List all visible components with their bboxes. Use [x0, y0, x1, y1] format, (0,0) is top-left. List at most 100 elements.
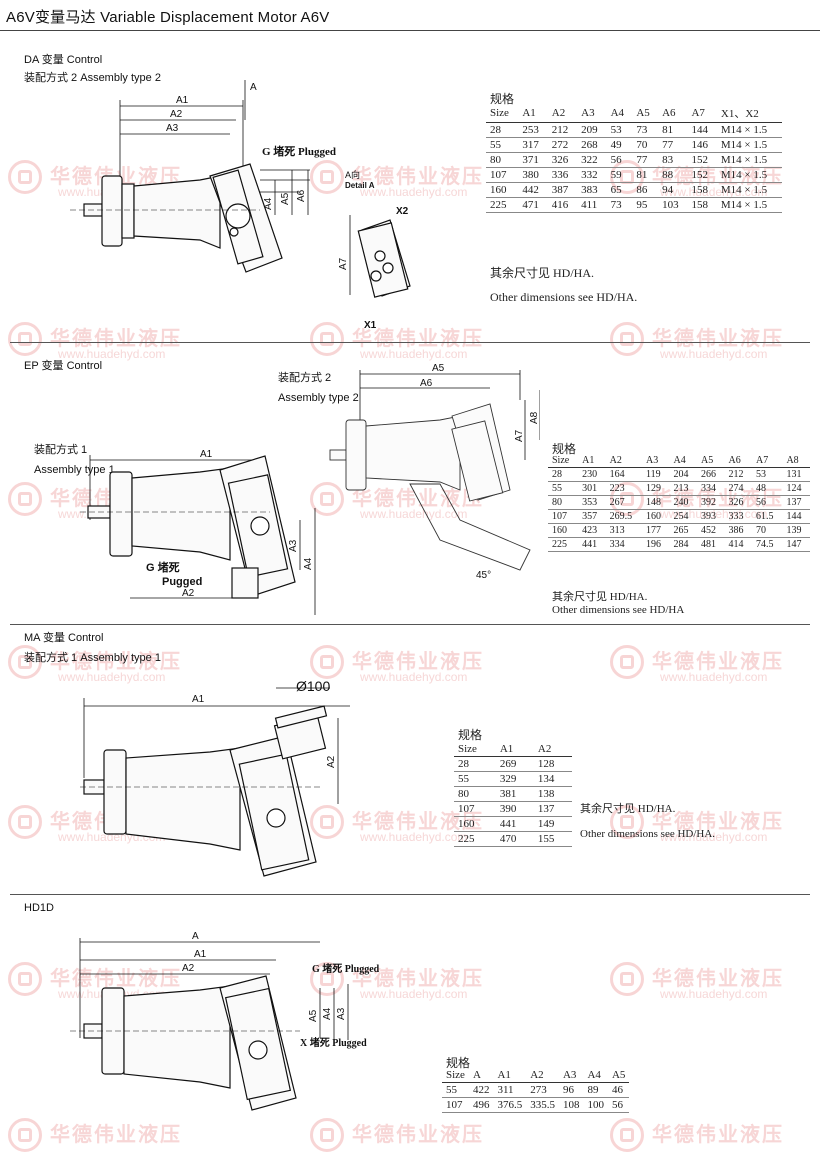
table-header-cell: Size — [454, 742, 496, 757]
table-cell: 411 — [577, 197, 607, 213]
dim-a2: A2 — [170, 109, 183, 120]
dim-ep-a3: A3 — [288, 539, 299, 552]
dim-a7: A7 — [338, 257, 349, 270]
table-cell: 471 — [518, 197, 548, 213]
watermark-logo-icon — [8, 160, 42, 194]
table-cell: 81 — [632, 167, 659, 183]
table-cell: 49 — [606, 137, 633, 153]
table-header-cell: Size — [442, 1068, 469, 1083]
dim-hd-a3: A3 — [336, 1007, 347, 1020]
table-cell: 213 — [669, 481, 698, 496]
da-assembly-label: 装配方式 2 Assembly type 2 — [24, 72, 161, 84]
table-cell: 107 — [486, 167, 519, 183]
hd1d-label: HD1D — [24, 902, 54, 914]
watermark-logo-icon — [610, 1118, 644, 1152]
table-cell: 46 — [607, 1082, 630, 1098]
da-note-en: Other dimensions see HD/HA. — [490, 290, 638, 304]
table-cell: 55 — [454, 771, 496, 787]
table-cell: 335.5 — [526, 1097, 559, 1113]
table-cell: 147 — [782, 537, 810, 552]
table-cell: 80 — [548, 495, 579, 510]
table-cell: 148 — [642, 495, 670, 510]
ep-plugged-en: Pugged — [162, 576, 203, 588]
ma-assembly-label: 装配方式 1 Assembly type 1 — [24, 652, 161, 664]
table-header-cell: A7 — [687, 104, 717, 123]
table-cell: 326 — [724, 495, 752, 510]
table-cell: 254 — [669, 509, 698, 524]
table-cell: 441 — [495, 816, 534, 832]
table-cell: 80 — [454, 786, 496, 802]
table-header-cell: A3 — [558, 1068, 584, 1083]
table-cell: 422 — [468, 1082, 494, 1098]
table-cell: 272 — [547, 137, 578, 153]
watermark-url: www.huadehyd.com — [58, 347, 166, 361]
da-plugged-label: G 堵死 Plugged — [262, 146, 336, 158]
table-cell: 336 — [547, 167, 578, 183]
table-cell: 55 — [548, 481, 579, 496]
dim-ep-a5: A5 — [432, 363, 445, 374]
table-cell: 56 — [607, 1097, 630, 1113]
watermark-brand: 华德伟业液压 — [652, 811, 784, 833]
dim-ep-a6: A6 — [420, 378, 433, 389]
table-cell: 381 — [495, 786, 534, 802]
dim-ma-a1: A1 — [192, 694, 205, 705]
table-header-cell: X1、X2 — [716, 104, 782, 123]
table-cell: 152 — [687, 152, 717, 168]
ep-note-en: Other dimensions see HD/HA — [552, 604, 685, 616]
table-cell: 160 — [454, 816, 496, 832]
table-cell: 357 — [578, 509, 606, 524]
table-header-cell: A1 — [578, 454, 606, 468]
table-cell: 423 — [578, 523, 606, 538]
table-cell: 56 — [606, 152, 633, 168]
section-divider — [10, 342, 810, 343]
watermark-url: www.huadehyd.com — [58, 670, 166, 684]
watermark-url: www.huadehyd.com — [660, 987, 768, 1001]
dim-a1: A1 — [176, 95, 189, 106]
dim-hd-a: A — [192, 931, 199, 942]
watermark-brand: 华德伟业液压 — [652, 328, 784, 350]
table-header-cell: A1 — [495, 742, 534, 757]
table-cell: 390 — [495, 801, 534, 817]
hd1d-plugged-g: G 堵死 Plugged — [312, 964, 380, 975]
table-cell: 160 — [548, 523, 579, 538]
watermark-logo-icon — [610, 322, 644, 356]
table-header-cell: A4 — [669, 454, 698, 468]
dim-hd-a1: A1 — [194, 949, 207, 960]
table-cell: 196 — [642, 537, 670, 552]
dim-a5: A5 — [280, 192, 291, 205]
table-cell: 376.5 — [493, 1097, 527, 1113]
table-header-cell: Size — [486, 104, 519, 123]
table-cell: 240 — [669, 495, 698, 510]
table-cell: 392 — [697, 495, 725, 510]
table-cell: 70 — [632, 137, 659, 153]
table-cell: 334 — [697, 481, 725, 496]
table-cell: 387 — [547, 182, 578, 198]
table-cell: 80 — [486, 152, 519, 168]
table-cell: 311 — [493, 1082, 527, 1098]
watermark-brand: 华德伟业液压 — [50, 651, 182, 673]
table-cell: 53 — [751, 467, 783, 482]
watermark-url: www.huadehyd.com — [360, 507, 468, 521]
table-cell: 59 — [606, 167, 633, 183]
watermark-url: www.huadehyd.com — [360, 987, 468, 1001]
dim-a6: A6 — [296, 189, 307, 202]
table-cell: 334 — [605, 537, 643, 552]
watermark-brand: 华德伟业液压 — [352, 488, 484, 510]
watermark-logo-icon — [610, 962, 644, 996]
table-cell: 386 — [724, 523, 752, 538]
da-control-label: DA 变量 Control — [24, 54, 103, 66]
ep-assembly1-en: Assembly type 1 — [34, 464, 115, 476]
table-header-cell: A5 — [632, 104, 659, 123]
watermark-brand: 华德伟业液压 — [652, 968, 784, 990]
table-cell: M14 × 1.5 — [716, 122, 782, 138]
